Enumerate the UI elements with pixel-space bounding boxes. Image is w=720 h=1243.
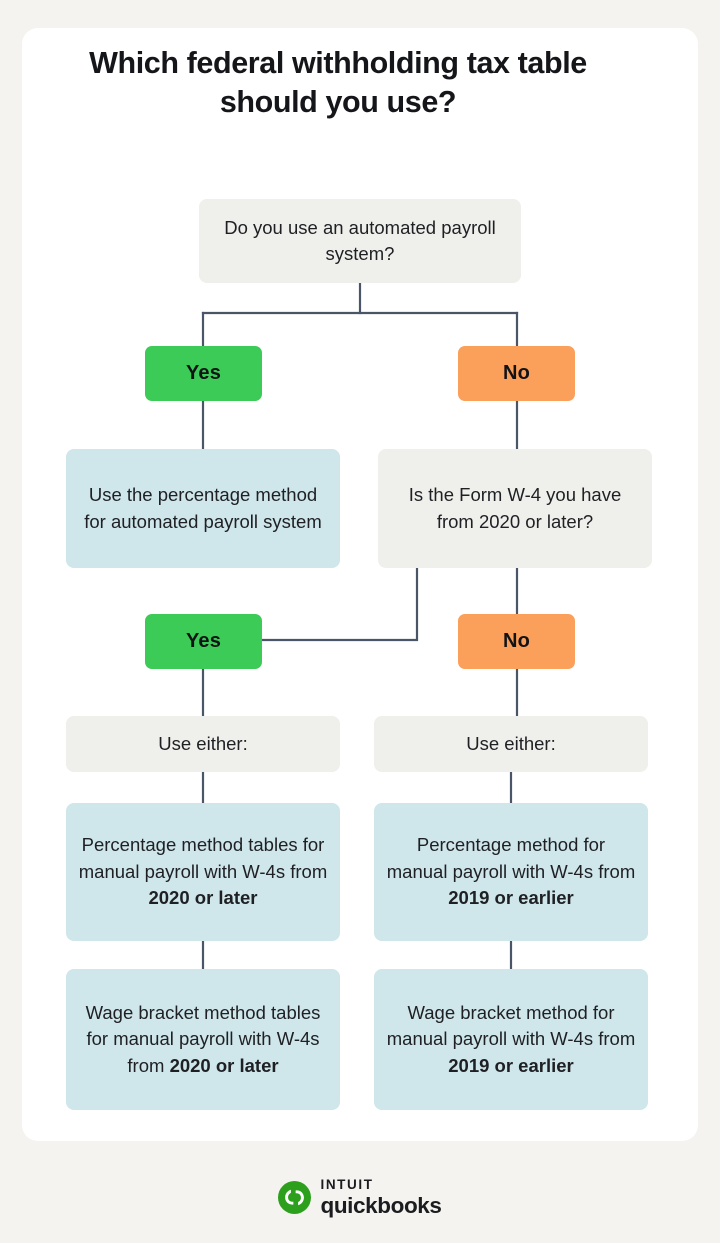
branch-yes-automated[interactable]: Yes (145, 346, 262, 401)
node-right-option-wage-bracket-label: Wage bracket method for manual payroll w… (374, 1000, 648, 1080)
node-right-option-percentage-label: Percentage method for manual payroll wit… (374, 832, 648, 912)
branch-yes-automated-label: Yes (185, 362, 222, 384)
branch-no-automated[interactable]: No (458, 346, 575, 401)
node-w4-question-label: Is the Form W-4 you have from 2020 or la… (408, 484, 622, 532)
node-right-option-percentage-bold: 2019 or earlier (448, 887, 574, 909)
node-left-option-wage-bracket-bold: 2020 or later (169, 1054, 279, 1076)
node-use-either-right-label: Use either: (466, 732, 556, 754)
node-right-option-wage-bracket: Wage bracket method for manual payroll w… (374, 969, 648, 1110)
node-left-option-percentage-plain: Percentage method tables for manual payr… (78, 834, 328, 882)
branch-yes-w4-label: Yes (185, 630, 222, 652)
node-right-option-wage-bracket-plain: Wage bracket method for manual payroll w… (386, 1001, 636, 1050)
node-automated-outcome: Use the percentage method for automated … (66, 449, 340, 568)
node-left-option-wage-bracket-label: Wage bracket method tables for manual pa… (66, 1000, 340, 1080)
node-right-option-wage-bracket-bold: 2019 or earlier (448, 1054, 574, 1076)
node-right-option-percentage: Percentage method for manual payroll wit… (374, 803, 648, 941)
node-left-option-wage-bracket: Wage bracket method tables for manual pa… (66, 969, 340, 1110)
quickbooks-wordmark-text: quickbooks (320, 1192, 442, 1218)
node-use-either-left: Use either: (66, 716, 340, 772)
node-left-option-percentage-label: Percentage method tables for manual payr… (66, 832, 340, 912)
node-left-option-percentage-bold: 2020 or later (148, 887, 258, 909)
intuit-wordmark: INTUIT (320, 1177, 374, 1192)
node-root-question-label: Do you use an automated payroll system? (224, 216, 496, 264)
node-left-option-wage-bracket-plain: Wage bracket method tables for manual pa… (85, 1001, 321, 1076)
node-root-question: Do you use an automated payroll system? (199, 199, 521, 283)
branch-no-w4-label: No (502, 630, 531, 652)
node-w4-question: Is the Form W-4 you have from 2020 or la… (378, 449, 652, 568)
node-use-either-right: Use either: (374, 716, 648, 772)
branch-yes-w4[interactable]: Yes (145, 614, 262, 669)
quickbooks-logo: INTUIT quickbooks (0, 1178, 720, 1217)
node-use-either-left-label: Use either: (158, 732, 248, 754)
node-left-option-percentage: Percentage method tables for manual payr… (66, 803, 340, 941)
quickbooks-mark-icon (278, 1181, 312, 1214)
quickbooks-wordmark: INTUIT quickbooks (320, 1178, 441, 1217)
branch-no-automated-label: No (502, 362, 531, 384)
node-automated-outcome-label: Use the percentage method for automated … (84, 483, 322, 532)
page-title: Which federal withholding tax table shou… (89, 46, 587, 120)
branch-no-w4[interactable]: No (458, 614, 575, 669)
node-right-option-percentage-plain: Percentage method for manual payroll wit… (386, 834, 636, 882)
